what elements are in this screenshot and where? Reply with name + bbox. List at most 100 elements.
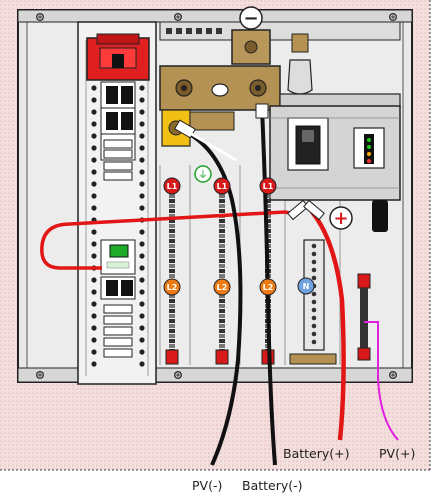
wire-segment bbox=[219, 269, 225, 273]
rail-screw bbox=[139, 85, 145, 91]
rail-screw bbox=[91, 289, 97, 295]
wire-segment bbox=[169, 274, 175, 278]
wire-segment bbox=[219, 234, 225, 238]
badge-l2: L2 bbox=[163, 278, 181, 296]
wire-segment bbox=[169, 334, 175, 338]
feed-wire-column bbox=[215, 194, 229, 365]
main-breaker bbox=[86, 33, 150, 81]
neutral-screw bbox=[311, 339, 317, 345]
rail-screw bbox=[91, 205, 97, 211]
wire-segment bbox=[219, 319, 225, 323]
rail-screw bbox=[139, 193, 145, 199]
rail-screw bbox=[139, 361, 145, 367]
wire-segment bbox=[219, 274, 225, 278]
neutral-screw bbox=[311, 243, 317, 249]
rail-screw bbox=[91, 349, 97, 355]
pv-terminal bbox=[357, 273, 371, 361]
wire-segment bbox=[219, 194, 225, 198]
badge-l2-circle bbox=[259, 278, 277, 296]
red-loop-wire bbox=[40, 210, 296, 270]
badge-neutral-text: N bbox=[303, 282, 310, 291]
wire-segment bbox=[219, 224, 225, 228]
badge-l2-circle bbox=[213, 278, 231, 296]
wire-segment bbox=[169, 314, 175, 318]
wire-segment bbox=[169, 249, 175, 253]
wire-segment bbox=[219, 324, 225, 328]
rail-screw bbox=[139, 337, 145, 343]
wire-segment bbox=[169, 294, 175, 298]
wire-segment bbox=[265, 199, 271, 203]
rail-screw bbox=[91, 157, 97, 163]
badge-l1-circle bbox=[213, 177, 231, 195]
wire-segment bbox=[265, 214, 271, 218]
rail-screw bbox=[139, 301, 145, 307]
rail-screw bbox=[139, 253, 145, 259]
wire-segment bbox=[265, 194, 271, 198]
neutral-screw bbox=[311, 259, 317, 265]
wire-segment bbox=[169, 319, 175, 323]
wire-segment bbox=[219, 329, 225, 333]
negative-busbar bbox=[159, 29, 281, 147]
wire-segment bbox=[219, 204, 225, 208]
wire-segment bbox=[169, 219, 175, 223]
wire-segment bbox=[169, 299, 175, 303]
wire-terminal bbox=[215, 349, 229, 365]
wire-segment bbox=[169, 214, 175, 218]
breaker-stack-upper bbox=[100, 81, 136, 181]
wire-segment bbox=[219, 199, 225, 203]
rail-screw bbox=[91, 229, 97, 235]
rail-screw bbox=[91, 301, 97, 307]
badge-l2: L2 bbox=[213, 278, 231, 296]
rail-screw bbox=[91, 109, 97, 115]
neutral-screw bbox=[311, 299, 317, 305]
ground-icon: ⏚ bbox=[198, 169, 208, 181]
pv-positive-wire bbox=[364, 321, 399, 441]
rail-screw bbox=[139, 277, 145, 283]
rail-screw bbox=[91, 361, 97, 367]
rail-screw bbox=[139, 265, 145, 271]
rail-screw bbox=[139, 205, 145, 211]
rail-screw bbox=[91, 97, 97, 103]
rail-screw bbox=[139, 157, 145, 163]
wire-segment bbox=[219, 334, 225, 338]
wire-terminal bbox=[165, 349, 179, 365]
wire-segment bbox=[169, 304, 175, 308]
pv-negative-wire bbox=[185, 130, 243, 466]
battery-negative-wire bbox=[260, 107, 277, 466]
label-pv-positive: PV(+) bbox=[379, 446, 415, 461]
positive-symbol: + bbox=[333, 208, 348, 229]
rail-screws bbox=[91, 85, 145, 367]
badge-l2-text: L2 bbox=[263, 283, 274, 292]
wire-segment bbox=[169, 254, 175, 258]
label-battery-positive: Battery(+) bbox=[283, 446, 350, 461]
wire-segment bbox=[169, 259, 175, 263]
feed-wire-column bbox=[165, 194, 179, 365]
wire-segment bbox=[169, 244, 175, 248]
rail-screw bbox=[91, 133, 97, 139]
wire-segment bbox=[219, 249, 225, 253]
wire-segment bbox=[265, 204, 271, 208]
rail-screw bbox=[139, 181, 145, 187]
neutral-screw bbox=[311, 307, 317, 313]
badge-l2-text: L2 bbox=[217, 283, 228, 292]
top-din-rail bbox=[159, 21, 401, 41]
negative-symbol: − bbox=[243, 8, 258, 29]
wire-segment bbox=[169, 269, 175, 273]
wire-segment bbox=[219, 254, 225, 258]
wire-segment bbox=[219, 299, 225, 303]
battery-positive-wire bbox=[310, 210, 346, 441]
wire-segment bbox=[169, 224, 175, 228]
badge-l2-circle bbox=[163, 278, 181, 296]
negative-terminal-symbol: − bbox=[239, 6, 263, 30]
badge-l1-circle bbox=[163, 177, 181, 195]
rail-screw bbox=[91, 121, 97, 127]
badge-l1: L1 bbox=[213, 177, 231, 195]
neutral-screw bbox=[311, 251, 317, 257]
wire-segment bbox=[219, 294, 225, 298]
rail-screw bbox=[139, 241, 145, 247]
ground-wire bbox=[187, 130, 237, 162]
wire-segment bbox=[169, 239, 175, 243]
wire-segment bbox=[219, 314, 225, 318]
